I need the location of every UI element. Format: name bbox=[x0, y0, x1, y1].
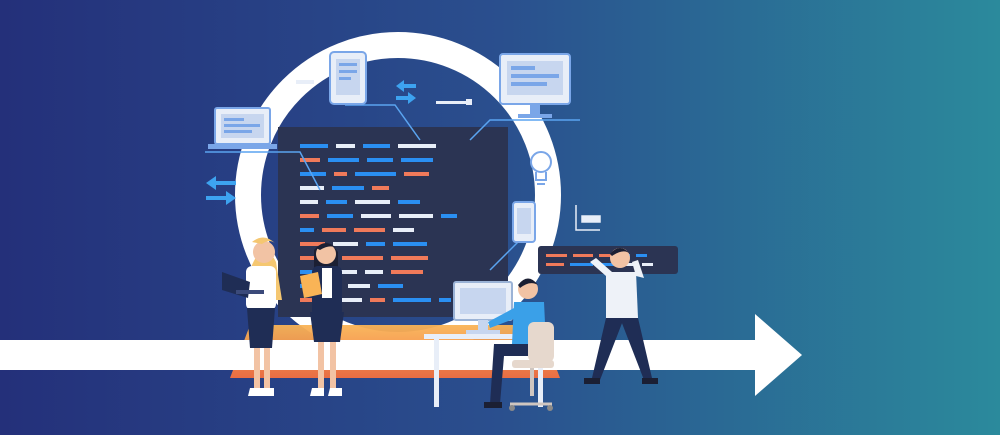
code-line-segment bbox=[401, 158, 433, 162]
code-line-segment bbox=[300, 144, 328, 148]
code-line-segment bbox=[336, 270, 357, 274]
code-line-segment bbox=[333, 298, 362, 302]
code-line-segment bbox=[363, 144, 390, 148]
code-line-segment bbox=[599, 254, 612, 257]
code-line-segment bbox=[372, 186, 389, 190]
code-line-segment bbox=[622, 263, 636, 266]
code-line-segment bbox=[367, 158, 393, 162]
code-line-segment bbox=[391, 270, 423, 274]
code-line-segment bbox=[327, 214, 353, 218]
code-line-segment bbox=[546, 263, 564, 266]
code-line-segment bbox=[342, 256, 383, 260]
code-line-segment bbox=[370, 298, 385, 302]
left-right-arrows-icon bbox=[206, 176, 236, 205]
code-line-segment bbox=[328, 158, 359, 162]
desk-workstation bbox=[424, 281, 554, 407]
code-line-segment bbox=[404, 172, 429, 176]
code-line-segment bbox=[599, 263, 616, 266]
code-line-segment bbox=[546, 254, 567, 257]
decorative-dashes bbox=[296, 80, 472, 105]
swap-arrows-icon bbox=[396, 80, 416, 104]
code-line-segment bbox=[570, 263, 593, 266]
lightbulb-icon bbox=[530, 151, 552, 185]
code-line-segment bbox=[348, 284, 370, 288]
code-line-segment bbox=[393, 242, 427, 246]
smartphone-icon bbox=[512, 201, 536, 243]
code-line-segment bbox=[333, 242, 358, 246]
code-line-segment bbox=[300, 242, 325, 246]
code-line-segment bbox=[636, 254, 647, 257]
code-line-segment bbox=[326, 200, 347, 204]
code-line-segment bbox=[393, 298, 431, 302]
code-line-segment bbox=[300, 158, 320, 162]
code-line-segment bbox=[399, 214, 433, 218]
code-line-segment bbox=[332, 186, 364, 190]
code-line-segment bbox=[391, 256, 428, 260]
code-line-segment bbox=[439, 298, 451, 302]
code-line-segment bbox=[336, 144, 355, 148]
code-line-segment bbox=[398, 144, 436, 148]
code-line-segment bbox=[573, 254, 593, 257]
bar-chart-icon bbox=[575, 205, 601, 231]
code-line-segment bbox=[393, 228, 414, 232]
code-line-segment bbox=[300, 228, 314, 232]
code-line-segment bbox=[300, 200, 318, 204]
held-code-panel bbox=[538, 246, 678, 274]
code-line-segment bbox=[300, 172, 326, 176]
code-line-segment bbox=[398, 200, 420, 204]
office-chair bbox=[509, 322, 554, 411]
man-holding-code-panel bbox=[584, 248, 658, 384]
code-line-segment bbox=[354, 228, 385, 232]
code-line-segment bbox=[365, 270, 383, 274]
code-line-segment bbox=[642, 263, 653, 266]
code-line-segment bbox=[441, 214, 457, 218]
code-line-segment bbox=[366, 242, 385, 246]
tablet-icon bbox=[329, 51, 367, 105]
code-line-segment bbox=[355, 172, 396, 176]
laptop-icon bbox=[208, 107, 277, 149]
woman-with-tablet bbox=[300, 243, 344, 396]
code-line-segment bbox=[322, 228, 346, 232]
code-line-segment bbox=[300, 214, 319, 218]
code-line-segment bbox=[361, 214, 391, 218]
code-line-segment bbox=[378, 284, 403, 288]
woman-with-laptop bbox=[222, 237, 282, 396]
code-line-segment bbox=[355, 200, 390, 204]
desktop-monitor-icon bbox=[499, 53, 571, 118]
code-line-segment bbox=[300, 186, 324, 190]
code-line-segment bbox=[334, 172, 347, 176]
